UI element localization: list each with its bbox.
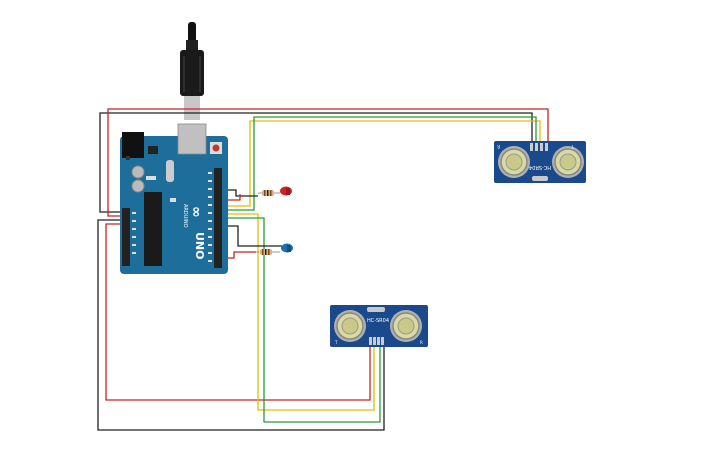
- sensor-top-right-label: R: [497, 144, 500, 149]
- resistor-blue-led: [256, 249, 280, 255]
- wire-black-bottom: [97, 219, 385, 431]
- usb-cable: [180, 22, 204, 120]
- wire-green-top: [214, 116, 537, 211]
- ultrasonic-sensor-top: HC-SR04 T R: [494, 141, 586, 183]
- board-name-label: UNO: [193, 232, 206, 260]
- reset-button: [212, 144, 220, 152]
- sensor-bottom-right-label: R: [420, 340, 423, 345]
- digital-header: [214, 168, 222, 268]
- arduino-board: UNO ARDUINO ∞: [120, 123, 228, 274]
- led-blue: [281, 243, 293, 253]
- wire-yellow-bottom: [214, 213, 375, 411]
- wire-yellow-top: [214, 120, 541, 207]
- power-jack: [122, 132, 144, 158]
- led-red: [280, 186, 292, 196]
- wire-green-bottom: [214, 217, 381, 423]
- ultrasonic-sensor-bottom: HC-SR04 T R: [330, 305, 428, 347]
- sensor-bottom-left-label: T: [334, 340, 338, 345]
- usb-port: [177, 123, 207, 155]
- wire-red-bottom: [105, 223, 371, 401]
- wire-red-top: [107, 108, 549, 217]
- arduino-logo: ∞: [188, 206, 204, 218]
- resistor-red-led: [258, 190, 280, 196]
- wires: [97, 108, 549, 431]
- atmega-chip: [144, 192, 162, 266]
- power-header: [122, 208, 130, 266]
- sensor-bottom-model: HC-SR04: [367, 318, 389, 324]
- brand-label: ARDUINO: [182, 204, 188, 228]
- sensor-top-left-label: T: [571, 144, 575, 149]
- sensor-top-model: HC-SR04: [529, 164, 551, 170]
